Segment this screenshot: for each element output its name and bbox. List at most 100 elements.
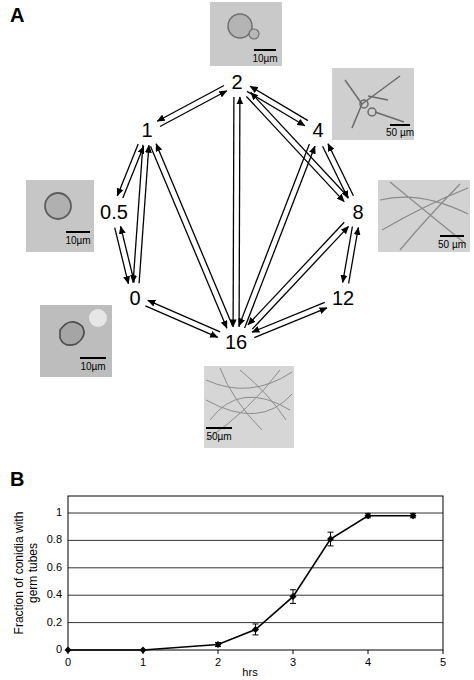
data-marker bbox=[65, 647, 72, 654]
cell bbox=[60, 322, 84, 345]
time-label: 0 bbox=[129, 287, 140, 309]
tick bbox=[443, 650, 444, 654]
transition-arrow bbox=[151, 146, 227, 328]
axis-tick: 1 bbox=[140, 656, 146, 669]
transition-arrow bbox=[238, 97, 240, 327]
time-point: 4 bbox=[309, 118, 326, 142]
error-cap bbox=[328, 532, 334, 533]
transition-arrow bbox=[139, 145, 149, 283]
axis-tick: 2 bbox=[215, 656, 221, 669]
cell bbox=[228, 14, 252, 38]
transition-arrow bbox=[245, 146, 315, 328]
axis-tick: 0.6 bbox=[47, 561, 62, 574]
data-marker bbox=[327, 536, 334, 543]
scale-bar bbox=[80, 357, 106, 359]
time-label: 16 bbox=[225, 331, 247, 353]
transition-arrow bbox=[343, 227, 353, 283]
time-label: 1 bbox=[141, 119, 152, 141]
grid-line bbox=[68, 622, 443, 623]
cell bbox=[45, 193, 71, 219]
hyphae bbox=[380, 182, 468, 250]
scale-label: 10µm bbox=[80, 361, 105, 373]
scale-label: 50µm bbox=[206, 431, 231, 443]
axis-tick: 0.4 bbox=[47, 588, 62, 601]
plot-frame bbox=[68, 496, 443, 650]
axis-tick: 3 bbox=[290, 656, 296, 669]
scale-bar bbox=[440, 235, 464, 237]
transition-arrow bbox=[254, 308, 327, 338]
grid-line bbox=[68, 567, 443, 568]
time-label: 12 bbox=[332, 287, 354, 309]
time-point: 8 bbox=[349, 200, 366, 224]
time-label: 8 bbox=[352, 201, 363, 223]
time-label: 4 bbox=[312, 119, 323, 141]
transition-arrow bbox=[160, 91, 227, 127]
micrograph bbox=[332, 68, 414, 140]
transition-arrow bbox=[121, 226, 135, 282]
error-cap bbox=[290, 589, 296, 590]
transition-arrow bbox=[246, 97, 344, 202]
transition-arrow bbox=[250, 86, 308, 120]
transition-arrow bbox=[248, 222, 344, 325]
micrograph bbox=[378, 180, 470, 252]
scale-bar bbox=[206, 427, 232, 429]
micrograph bbox=[204, 366, 294, 448]
transition-arrow bbox=[252, 226, 348, 329]
micrograph bbox=[210, 2, 282, 66]
error-cap bbox=[253, 634, 259, 635]
error-cap bbox=[290, 603, 296, 604]
time-point: 0 bbox=[126, 286, 143, 310]
data-line bbox=[68, 516, 413, 650]
time-point: 16 bbox=[222, 330, 250, 354]
axis-tick: 1 bbox=[56, 506, 62, 519]
micrograph bbox=[40, 305, 112, 377]
axis-tick: 0.2 bbox=[47, 616, 62, 629]
axis-title: Fraction of conidia with germ tubes bbox=[12, 508, 40, 638]
transition-arrow bbox=[156, 144, 232, 326]
tick bbox=[368, 650, 369, 654]
error-cap bbox=[328, 545, 334, 546]
axis-tick: 0 bbox=[56, 643, 62, 656]
grid-line bbox=[68, 595, 443, 596]
transition-arrow bbox=[251, 92, 349, 197]
data-marker bbox=[365, 512, 372, 519]
data-marker bbox=[215, 641, 222, 648]
grid-line bbox=[68, 513, 443, 514]
transition-arrow bbox=[247, 91, 305, 125]
data-marker bbox=[290, 593, 297, 600]
time-point: 2 bbox=[228, 70, 245, 94]
data-marker bbox=[252, 626, 259, 633]
error-cap bbox=[253, 623, 259, 624]
time-point: 1 bbox=[138, 118, 155, 142]
time-point: 0.5 bbox=[97, 200, 131, 224]
panel-letter: A bbox=[10, 4, 24, 26]
micrograph bbox=[26, 180, 94, 252]
axis-tick: 4 bbox=[365, 656, 371, 669]
scale-label: 10µm bbox=[65, 235, 90, 247]
tick bbox=[218, 650, 219, 654]
time-label: 0.5 bbox=[100, 201, 128, 223]
axis-tick: 0.8 bbox=[47, 533, 62, 546]
transition-arrow bbox=[148, 300, 220, 332]
data-marker bbox=[140, 647, 147, 654]
scale-label: 50 µm bbox=[438, 239, 466, 251]
scale-bar bbox=[254, 49, 276, 51]
scale-label: 50 µm bbox=[386, 127, 414, 139]
data-marker bbox=[410, 512, 417, 519]
transition-arrow bbox=[157, 86, 224, 122]
transition-arrow bbox=[145, 306, 217, 338]
transition-arrow bbox=[232, 97, 234, 327]
scale-bar bbox=[66, 231, 90, 233]
hyphae bbox=[206, 368, 292, 440]
transition-arrow bbox=[239, 144, 309, 326]
axis-tick: 0 bbox=[65, 656, 71, 669]
axis-tick: 5 bbox=[440, 656, 446, 669]
blur bbox=[89, 309, 107, 327]
transition-arrow bbox=[323, 146, 348, 198]
scale-label: 10µm bbox=[252, 53, 277, 65]
time-label: 2 bbox=[231, 71, 242, 93]
time-point: 12 bbox=[329, 286, 357, 310]
transition-arrow bbox=[349, 228, 359, 284]
transition-arrow bbox=[117, 144, 138, 196]
tick bbox=[293, 650, 294, 654]
